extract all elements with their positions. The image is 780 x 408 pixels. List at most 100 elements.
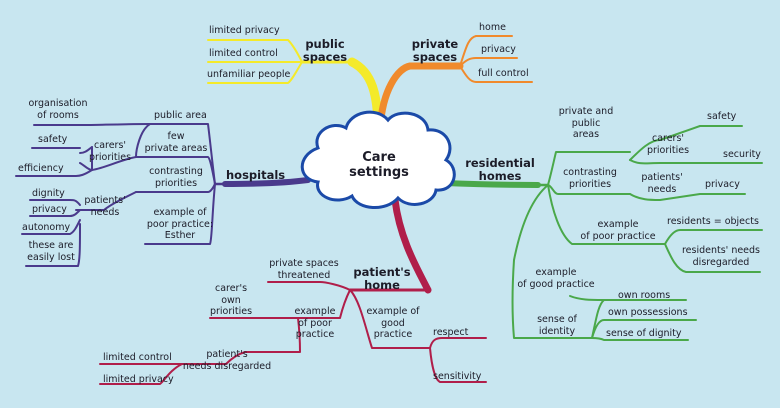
public-item-limited-control: limited control	[209, 48, 278, 59]
hospitals-example-line: Esther	[164, 230, 196, 241]
residential-own-rooms: own rooms	[618, 290, 671, 301]
private-spaces-title-line: spaces	[412, 49, 458, 64]
residential-security: security	[723, 149, 761, 160]
residential-example-good-practice: example of good practice	[512, 267, 600, 290]
public-item-limited-privacy: limited privacy	[209, 25, 280, 36]
hospitals-organisation-line: of rooms	[37, 109, 79, 121]
hospitals-lost-line: these are	[28, 240, 74, 251]
residential-privacy: privacy	[705, 179, 740, 190]
patients-home-poor-line: of poor	[298, 317, 332, 329]
residential-patients-line: needs	[647, 183, 677, 195]
residential-homes-title: residential homes	[462, 157, 538, 182]
patients-home-carers-line: own	[221, 294, 241, 306]
public-item-unfamiliar-people: unfamiliar people	[207, 69, 291, 80]
center-cloud-shape	[300, 110, 456, 209]
public-spaces-title-line: public	[305, 37, 345, 51]
hospitals-few-private-areas: few private areas	[140, 131, 212, 154]
center-title-line: settings	[349, 165, 409, 180]
hospitals-patients-line: needs	[90, 206, 120, 218]
patients-home-example-good-practice: example of good practice	[364, 306, 422, 341]
center-title: Care settings	[344, 150, 414, 180]
hospitals-autonomy: autonomy	[22, 222, 71, 233]
residential-private-public-line: areas	[572, 129, 600, 140]
residential-objects: residents = objects	[667, 216, 759, 227]
residential-sense-of-identity: sense of identity	[532, 314, 582, 337]
patients-home-carers-priorities: carer's own priorities	[206, 283, 256, 318]
hospitals-carers-line: carers'	[93, 140, 127, 151]
residential-private-public-line: public	[571, 117, 601, 129]
hospitals-contrasting-priorities: contrasting priorities	[140, 166, 212, 189]
private-item-privacy: privacy	[481, 44, 516, 55]
residential-good-line: example	[535, 267, 577, 278]
residential-contrasting-line: contrasting	[563, 167, 617, 178]
patients-home-carers-line: carer's	[214, 283, 248, 294]
patients-home-poor-line: example	[294, 306, 336, 317]
hospitals-safety: safety	[38, 134, 68, 145]
residential-example-poor-practice: example of poor practice	[572, 219, 664, 242]
residential-homes-title-line: homes	[478, 168, 522, 183]
hospitals-privacy: privacy	[32, 204, 67, 215]
residential-contrasting-priorities: contrasting priorities	[558, 167, 622, 190]
residential-patients-needs: patients' needs	[636, 172, 688, 195]
residential-sense-of-dignity: sense of dignity	[606, 328, 682, 339]
residential-poor-line: example	[597, 219, 639, 230]
public-spaces-title: public spaces	[300, 38, 350, 63]
hospitals-carers-priorities: carers' priorities	[84, 140, 136, 163]
residential-good-line: of good practice	[517, 278, 595, 290]
residential-disregarded-line: residents' needs	[681, 245, 761, 256]
hospitals-dignity: dignity	[32, 188, 65, 199]
patients-home-good-line: practice	[373, 329, 413, 340]
hospitals-title: hospitals	[226, 168, 286, 182]
patients-home-needs-disregarded: patient's needs disregarded	[180, 349, 274, 372]
patients-home-respect: respect	[433, 327, 469, 338]
residential-carers-line: carers'	[651, 133, 685, 144]
patients-home-needs-line: patient's	[206, 349, 248, 360]
patients-home-threatened-line: private spaces	[269, 258, 339, 269]
hospitals-public-area: public area	[154, 110, 207, 121]
public-spaces-title-line: spaces	[302, 49, 348, 64]
residential-private-public-line: private and	[558, 106, 614, 117]
hospitals-organisation-line: organisation	[28, 98, 88, 109]
patients-home-poor-line: practice	[295, 329, 335, 340]
patients-home-good-line: example of	[366, 306, 420, 317]
residential-disregarded-line: disregarded	[692, 256, 750, 268]
hospitals-example-line: poor practice:	[146, 218, 214, 230]
hospitals-lost-line: easily lost	[27, 251, 75, 263]
hospitals-organisation-of-rooms: organisation of rooms	[22, 98, 94, 121]
residential-homes-title-line: residential	[465, 156, 535, 170]
residential-carers-priorities: carers' priorities	[640, 133, 696, 156]
patients-home-private-spaces-threatened: private spaces threatened	[262, 258, 346, 281]
residential-own-possessions: own possessions	[608, 307, 688, 318]
residential-safety: safety	[707, 111, 737, 122]
hospitals-few-line: few	[167, 131, 185, 142]
hospitals-connectors	[15, 123, 311, 267]
patients-home-title-line: home	[364, 277, 400, 292]
private-item-home: home	[479, 22, 506, 33]
patients-home-limited-privacy: limited privacy	[103, 374, 174, 385]
hospitals-patients-line: patients'	[84, 195, 126, 206]
hospitals-contrasting-line: priorities	[154, 177, 198, 189]
hospitals-patients-needs: patients' needs	[80, 195, 130, 218]
center-title-line: Care	[362, 150, 396, 165]
hospitals-easily-lost: these are easily lost	[24, 240, 78, 263]
hospitals-example-line: example of	[153, 207, 207, 218]
hospitals-few-line: private areas	[144, 142, 208, 154]
hospitals-example-poor-practice: example of poor practice: Esther	[145, 207, 215, 242]
hospitals-efficiency: efficiency	[18, 163, 64, 174]
patients-home-carers-line: priorities	[209, 306, 253, 317]
residential-private-public-areas: private and public areas	[556, 106, 616, 141]
patients-home-connectors	[99, 196, 487, 385]
residential-identity-line: sense of	[537, 314, 577, 325]
patients-home-needs-line: needs disregarded	[182, 360, 272, 372]
hospitals-contrasting-line: contrasting	[149, 166, 203, 177]
patients-home-limited-control: limited control	[103, 352, 172, 363]
patients-home-good-line: good	[381, 317, 405, 329]
residential-needs-disregarded: residents' needs disregarded	[676, 245, 766, 268]
residential-patients-line: patients'	[641, 172, 683, 183]
residential-poor-line: of poor practice	[580, 230, 656, 242]
patients-home-title-line: patient's	[353, 265, 411, 279]
patients-home-sensitivity: sensitivity	[433, 371, 482, 382]
patients-home-example-poor-practice: example of poor practice	[286, 306, 344, 341]
